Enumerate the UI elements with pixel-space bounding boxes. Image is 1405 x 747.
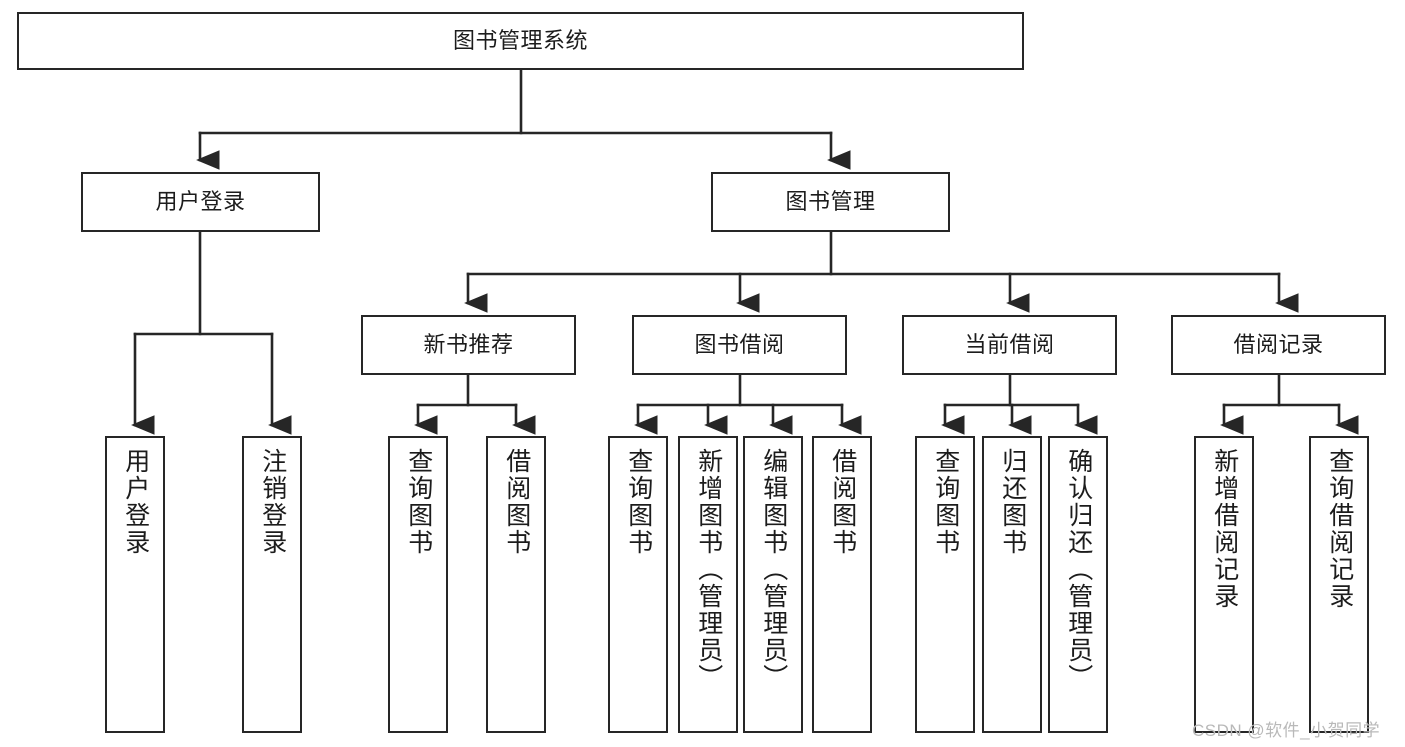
- node-book-borrow[interactable]: 图书借阅: [632, 315, 847, 375]
- leaf-edit-book[interactable]: 编辑图书（管理员）: [743, 436, 803, 733]
- leaf-return-book[interactable]: 归还图书: [982, 436, 1042, 733]
- node-label: 用户登录: [121, 448, 150, 556]
- node-label: 查询图书: [404, 448, 433, 556]
- node-borrow-record[interactable]: 借阅记录: [1171, 315, 1386, 375]
- node-label: 查询图书: [931, 448, 960, 556]
- node-label: 新书推荐: [423, 332, 514, 358]
- leaf-query-book-3[interactable]: 查询图书: [915, 436, 975, 733]
- leaf-logout-login[interactable]: 注销登录: [242, 436, 302, 733]
- node-new-book-recommend[interactable]: 新书推荐: [361, 315, 576, 375]
- node-label: 图书管理系统: [452, 28, 588, 54]
- node-user-login[interactable]: 用户登录: [81, 172, 320, 232]
- node-label: 图书借阅: [694, 332, 785, 358]
- node-label: 注销登录: [258, 448, 287, 556]
- csdn-watermark: CSDN @软件_小贺同学: [1192, 721, 1381, 740]
- leaf-borrow-book-2[interactable]: 借阅图书: [812, 436, 872, 733]
- node-book-management-system[interactable]: 图书管理系统: [17, 12, 1024, 70]
- node-label: 借阅图书: [828, 448, 857, 556]
- leaf-query-book-2[interactable]: 查询图书: [608, 436, 668, 733]
- node-current-borrow[interactable]: 当前借阅: [902, 315, 1117, 375]
- node-book-manage[interactable]: 图书管理: [711, 172, 950, 232]
- node-label: 查询借阅记录: [1325, 448, 1354, 610]
- node-label: 新增图书（管理员）: [694, 448, 723, 691]
- node-label: 当前借阅: [964, 332, 1055, 358]
- leaf-query-record[interactable]: 查询借阅记录: [1309, 436, 1369, 733]
- node-label: 确认归还（管理员）: [1064, 448, 1093, 691]
- node-label: 借阅图书: [502, 448, 531, 556]
- leaf-user-login[interactable]: 用户登录: [105, 436, 165, 733]
- node-label: 借阅记录: [1233, 332, 1324, 358]
- node-label: 编辑图书（管理员）: [759, 448, 788, 691]
- node-label: 查询图书: [624, 448, 653, 556]
- leaf-add-book[interactable]: 新增图书（管理员）: [678, 436, 738, 733]
- leaf-confirm-return[interactable]: 确认归还（管理员）: [1048, 436, 1108, 733]
- node-label: 用户登录: [155, 189, 246, 215]
- node-label: 图书管理: [785, 189, 876, 215]
- leaf-add-record[interactable]: 新增借阅记录: [1194, 436, 1254, 733]
- leaf-borrow-book-1[interactable]: 借阅图书: [486, 436, 546, 733]
- node-label: 新增借阅记录: [1210, 448, 1239, 610]
- node-label: 归还图书: [998, 448, 1027, 556]
- leaf-query-book-1[interactable]: 查询图书: [388, 436, 448, 733]
